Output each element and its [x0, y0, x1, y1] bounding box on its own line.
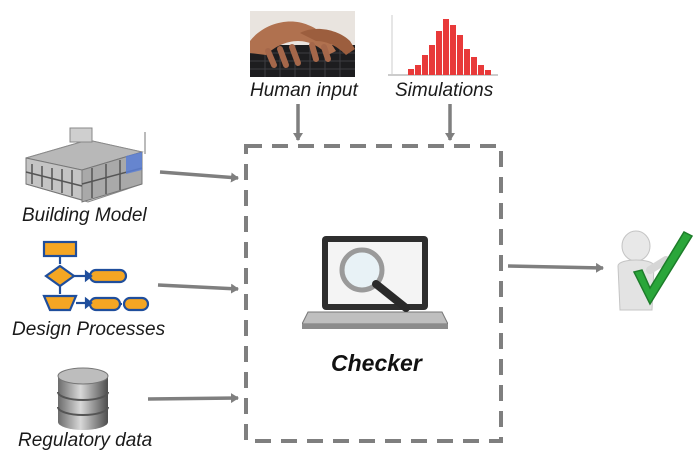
database-icon	[57, 367, 109, 430]
arrow-building-model	[159, 170, 239, 183]
keyboard-typing-icon	[250, 11, 355, 77]
laptop-magnifier-icon	[302, 236, 448, 329]
label-checker: Checker	[331, 350, 422, 376]
label-building-model: Building Model	[22, 205, 147, 226]
label-simulations: Simulations	[395, 80, 494, 101]
checker-dashed-box	[244, 144, 503, 443]
building-model-icon	[25, 127, 146, 203]
label-human-input: Human input	[250, 80, 358, 101]
arrow-output	[507, 262, 604, 273]
arrow-design-processes	[157, 283, 239, 294]
arrow-regulatory-data	[147, 393, 239, 404]
histogram-icon	[384, 11, 502, 79]
label-design-processes: Design Processes	[12, 319, 166, 340]
person-checkmark-icon	[617, 230, 694, 311]
label-regulatory-data: Regulatory data	[18, 430, 153, 451]
flowchart-icon	[42, 240, 150, 312]
